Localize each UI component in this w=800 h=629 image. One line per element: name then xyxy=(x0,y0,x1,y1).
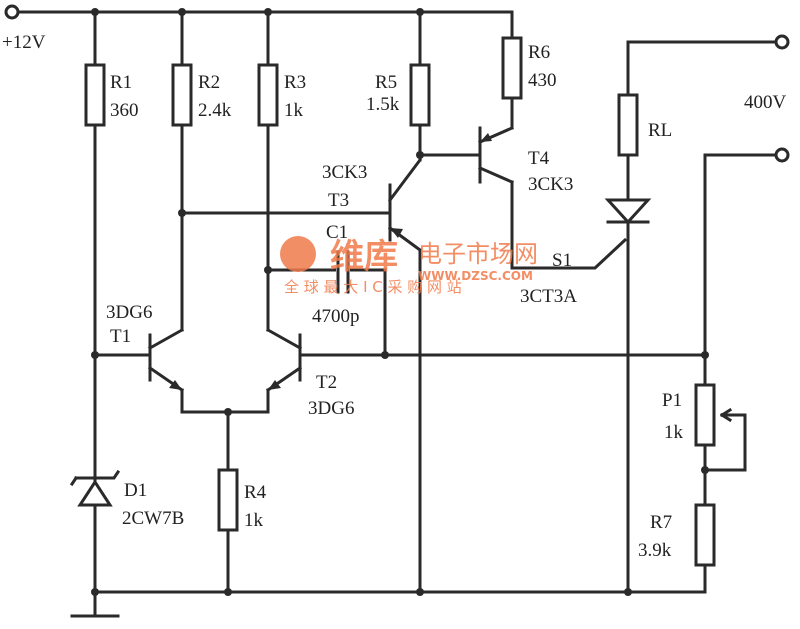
capacitor-c1 xyxy=(336,250,350,294)
components-r4-name: R4 xyxy=(244,482,267,503)
components-t4-name: T4 xyxy=(528,148,550,169)
components-t4-type: 3CK3 xyxy=(528,174,573,195)
zener-diode-d1 xyxy=(69,469,121,507)
components-r3-value: 1k xyxy=(284,100,304,121)
resistor-r5 xyxy=(409,63,431,127)
components-r1-name: R1 xyxy=(110,72,132,93)
components-p1-name: P1 xyxy=(662,390,682,411)
components-r6-value: 430 xyxy=(528,70,557,91)
components-d1-name: D1 xyxy=(124,480,147,501)
terminal-400v-b xyxy=(774,147,790,163)
components-r4-value: 1k xyxy=(244,510,264,531)
components-s1-name: S1 xyxy=(552,250,572,271)
components-t3-name: T3 xyxy=(328,190,349,211)
junctions xyxy=(91,8,709,596)
watermark-url: WWW.DZSC.COM xyxy=(418,269,533,283)
load-voltage-label: 400V xyxy=(744,92,787,113)
watermark-title: 电子市场网 xyxy=(418,240,538,268)
potentiometer-p1 xyxy=(694,383,716,447)
watermark-logo: 维库 电子市场网 WWW.DZSC.COM 全 球 最 大 I C 采 购 网 … xyxy=(280,236,538,296)
resistor-r4 xyxy=(217,468,239,532)
components-d1-value: 2CW7B xyxy=(122,508,184,529)
watermark-slogan: 全 球 最 大 I C 采 购 网 站 xyxy=(284,278,462,296)
transistor-t1 xyxy=(147,327,185,393)
transistor-t2 xyxy=(265,327,303,393)
components-rl-name: RL xyxy=(648,120,672,141)
components-s1-type: 3CT3A xyxy=(520,286,577,307)
resistor-r7 xyxy=(694,503,716,567)
transistor-t3 xyxy=(387,157,423,253)
resistor-r1 xyxy=(84,63,106,127)
components-r2-name: R2 xyxy=(198,72,220,93)
components-p1-value: 1k xyxy=(664,422,684,443)
components-t3-type: 3CK3 xyxy=(322,162,367,183)
resistor-r6 xyxy=(501,36,523,100)
components-r3-name: R3 xyxy=(284,72,306,93)
supply-label: +12V xyxy=(2,32,46,53)
components-r1-value: 360 xyxy=(110,100,139,121)
labels: +12V 400V R1 360 R2 2.4k R3 1k R51.5k R6 430… xyxy=(2,32,787,561)
components-t1-type: 3DG6 xyxy=(106,302,152,323)
components-r7-name: R7 xyxy=(650,512,672,533)
p1-wiper-arrow-icon xyxy=(719,407,747,423)
components-c1-name: C1 xyxy=(326,222,348,243)
components-r5-name: R5 xyxy=(375,72,397,93)
components-r6-name: R6 xyxy=(528,42,550,63)
resistor-r3 xyxy=(257,63,279,127)
components-r5-value: 1.5k xyxy=(366,94,400,115)
components-r2-value: 2.4k xyxy=(198,100,232,121)
watermark-brand: 维库 xyxy=(330,237,398,277)
components-c1-value: 4700p xyxy=(312,306,360,327)
terminal-400v-a xyxy=(774,34,790,50)
terminal-12v xyxy=(4,4,20,20)
resistor-r2 xyxy=(171,63,193,127)
transistor-t4 xyxy=(478,126,514,184)
thyristor-s1 xyxy=(604,198,652,225)
components-t1-name: T1 xyxy=(110,326,131,347)
components-t2-type: 3DG6 xyxy=(308,398,354,419)
components-r7-value: 3.9k xyxy=(638,540,672,561)
resistor-rl xyxy=(617,93,639,157)
components-t2-name: T2 xyxy=(316,372,337,393)
